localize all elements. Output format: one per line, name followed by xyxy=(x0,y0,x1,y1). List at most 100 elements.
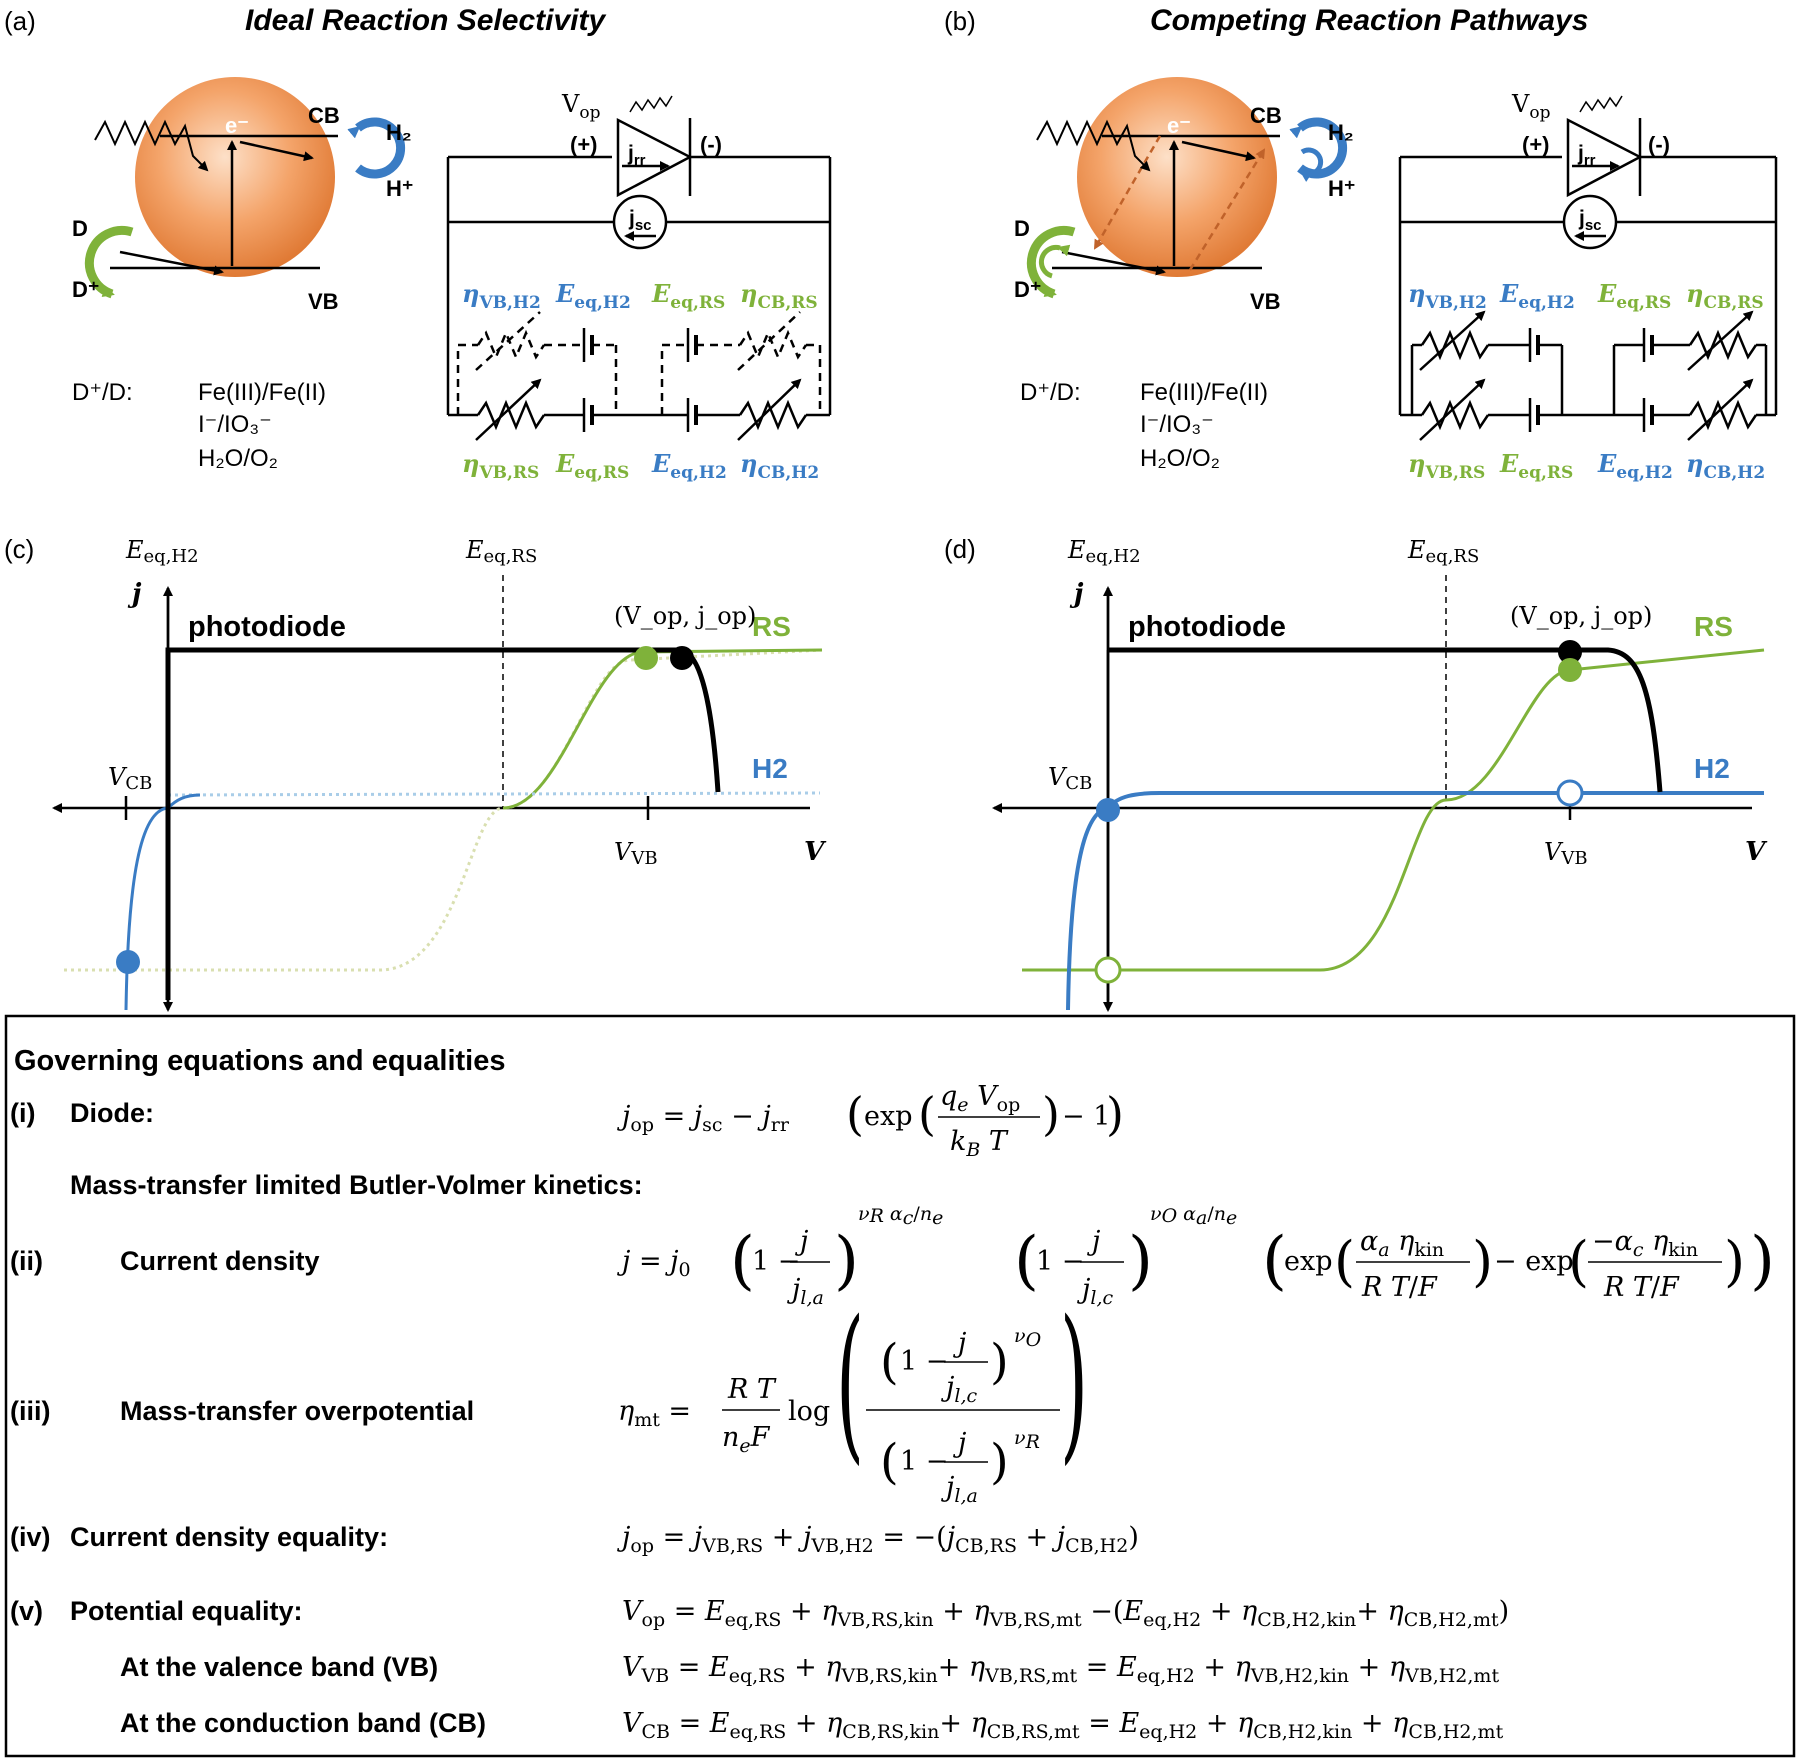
svg-text:(: ( xyxy=(846,1087,864,1141)
svg-text:): ) xyxy=(1042,1087,1060,1141)
equation-mt-overpotential: ηmt = R T neF log ( ( 1 − j jl,c ) νO ( … xyxy=(618,1285,1088,1507)
rs-curve-d xyxy=(1022,648,1765,972)
donor-ox-label: D⁺ xyxy=(72,277,100,302)
photon-wave-icon-b xyxy=(1036,119,1151,172)
eeq-h2-bottom-b: Eeq,H2 xyxy=(1597,449,1673,483)
h2-cb-point-d xyxy=(1096,798,1120,822)
v-axis-label-c: V xyxy=(804,837,827,867)
minus-terminal-a: (-) xyxy=(700,132,722,157)
row-label-bv-kinetics: Mass-transfer limited Butler-Volmer kine… xyxy=(70,1170,643,1200)
h2-back-reaction-arrow-icon xyxy=(1299,147,1324,182)
svg-text:): ) xyxy=(1472,1230,1493,1293)
couples-label-b: D⁺/D: xyxy=(1020,379,1081,406)
governing-equations-box: Governing equations and equalities (i) D… xyxy=(4,1014,1796,1758)
row-label-potential-equality: Potential equality: xyxy=(70,1596,303,1626)
row-num-2: (ii) xyxy=(10,1246,43,1276)
photodiode-triangle-icon-b xyxy=(1566,117,1643,198)
couple-item-1-b: Fe(III)/Fe(II) xyxy=(1140,379,1268,406)
rs-label-d: RS xyxy=(1694,611,1733,642)
panel-b: (b) Competing Reaction Pathways e⁻ h⁺ CB… xyxy=(944,4,1778,483)
donor-label: D xyxy=(72,216,88,241)
panel-b-title: Competing Reaction Pathways xyxy=(1150,4,1588,37)
equation-current-equality: jop = jVB,RS + jVB,H2 = −(jCB,RS + jCB,H… xyxy=(617,1522,1139,1557)
h2-evolution-arrow-icon xyxy=(347,117,406,179)
couples-label: D⁺/D: xyxy=(72,379,133,406)
row-label-vb: At the valence band (VB) xyxy=(120,1652,438,1682)
eta-vb-h2-b: ηVB,H2 xyxy=(1408,279,1487,313)
svg-text:νR: νR xyxy=(1014,1427,1040,1453)
row-label-current-density: Current density xyxy=(120,1246,320,1276)
svg-text:jop = jVB,RS + jVB,H2 = −(jCB,: jop = jVB,RS + jVB,H2 = −(jCB,RS + jCB,H… xyxy=(617,1522,1139,1557)
h2-label-d: H2 xyxy=(1694,753,1730,784)
svg-text:): ) xyxy=(1750,1224,1775,1298)
couple-item-1: Fe(III)/Fe(II) xyxy=(198,379,326,406)
row-label-cb: At the conduction band (CB) xyxy=(120,1708,486,1738)
eeq-rs-bottom-a: Eeq,RS xyxy=(555,449,629,483)
svg-text:− exp: − exp xyxy=(1494,1246,1574,1277)
svg-text:): ) xyxy=(990,1334,1009,1390)
svg-text:R T: R T xyxy=(727,1374,777,1405)
vop-label-b: Vop xyxy=(1511,90,1551,123)
couple-item-3-b: H₂O/O₂ xyxy=(1140,445,1220,472)
svg-text:R T/F: R T/F xyxy=(1361,1272,1438,1303)
panel-c-label: (c) xyxy=(4,534,34,564)
recombination-arrow-1 xyxy=(1093,135,1162,250)
eta-vb-rs-b: ηVB,RS xyxy=(1408,449,1485,483)
vvb-label-c: VVB xyxy=(614,838,658,869)
svg-text:kB T: kB T xyxy=(950,1126,1009,1161)
eeq-rs-bottom-b: Eeq,RS xyxy=(1499,449,1573,483)
resistor-vb-rs xyxy=(476,399,546,431)
h2-curve-dotted-c xyxy=(167,791,821,797)
svg-text:1 −: 1 − xyxy=(900,1346,948,1377)
j-axis-label-d: j xyxy=(1069,579,1084,609)
svg-text:1 −: 1 − xyxy=(900,1446,948,1477)
eeq-h2-bottom-a: Eeq,H2 xyxy=(651,449,727,483)
h2-curve-c xyxy=(124,793,201,1011)
h2-curve-d xyxy=(1066,791,1764,1011)
eeq-rs-top-a: Eeq,RS xyxy=(651,279,725,313)
svg-text:): ) xyxy=(990,1434,1009,1490)
row-num-4: (iv) xyxy=(10,1522,51,1552)
eeq-rs-top-b: Eeq,RS xyxy=(1597,279,1671,313)
row-num-3: (iii) xyxy=(10,1396,51,1426)
electron-label-b: e⁻ xyxy=(1167,113,1191,138)
vcb-label-d: VCB xyxy=(1048,763,1092,794)
svg-text:): ) xyxy=(1106,1087,1124,1141)
hplus-label-b: H⁺ xyxy=(1328,176,1356,201)
photocatalyst-particle-b: e⁻ h⁺ CB VB H₂ H⁺ D D⁺ xyxy=(1014,77,1356,314)
eeq-h2-label-c: Eeq,H2 xyxy=(125,536,199,567)
operating-point-d xyxy=(1558,640,1582,664)
panel-b-label: (b) xyxy=(944,6,976,36)
svg-text:(: ( xyxy=(1334,1230,1355,1293)
vcb-label-c: VCB xyxy=(108,763,152,794)
redox-couples-b: D⁺/D: Fe(III)/Fe(II) I⁻/IO₃⁻ H₂O/O₂ xyxy=(1020,379,1268,472)
vb-label: VB xyxy=(308,289,339,314)
donor-oxidation-arrow-icon xyxy=(84,225,134,299)
svg-text:VCB = Eeq,RS + ηCB,RS,kin+ ηCB: VCB = Eeq,RS + ηCB,RS,kin+ ηCB,RS,mt = E… xyxy=(622,1708,1504,1743)
equivalent-circuit-b xyxy=(1398,95,1778,441)
op-point-label-c: (V_op, j_op) xyxy=(614,602,756,630)
couple-item-3: H₂O/O₂ xyxy=(198,445,278,472)
eta-cb-rs-a: ηCB,RS xyxy=(740,279,818,313)
svg-text:exp: exp xyxy=(864,1101,913,1132)
redox-couples-a: D⁺/D: Fe(III)/Fe(II) I⁻/IO₃⁻ H₂O/O₂ xyxy=(72,379,326,472)
svg-text:j = j0: j = j0 xyxy=(617,1246,691,1281)
eeq-h2-label-d: Eeq,H2 xyxy=(1067,536,1141,567)
svg-text:νO: νO xyxy=(1014,1325,1042,1351)
row-label-current-equality: Current density equality: xyxy=(70,1522,388,1552)
row-num-5: (v) xyxy=(10,1596,43,1626)
svg-text:(: ( xyxy=(730,1224,755,1298)
svg-text:): ) xyxy=(1724,1230,1745,1293)
panel-a: (a) Ideal Reaction Selectivity e⁻ h⁺ CB … xyxy=(4,4,832,483)
eeq-rs-label-c: Eeq,RS xyxy=(465,536,537,567)
panel-c: (c) Eeq,H2 Eeq,RS j V VCB VVB photodiode… xyxy=(4,534,827,1012)
svg-text:νO αa/ne: νO αa/ne xyxy=(1150,1203,1237,1229)
plus-terminal-b: (+) xyxy=(1522,132,1550,157)
vop-label-a: Vop xyxy=(561,90,601,123)
row-label-diode: Diode: xyxy=(70,1098,154,1128)
donor-back-reaction-arrow-icon xyxy=(1038,244,1071,279)
jsc-label-b: jsc xyxy=(1578,207,1602,234)
photodiode-triangle-icon xyxy=(616,117,693,198)
rs-curve-c xyxy=(502,648,823,810)
svg-text:log: log xyxy=(788,1396,830,1427)
